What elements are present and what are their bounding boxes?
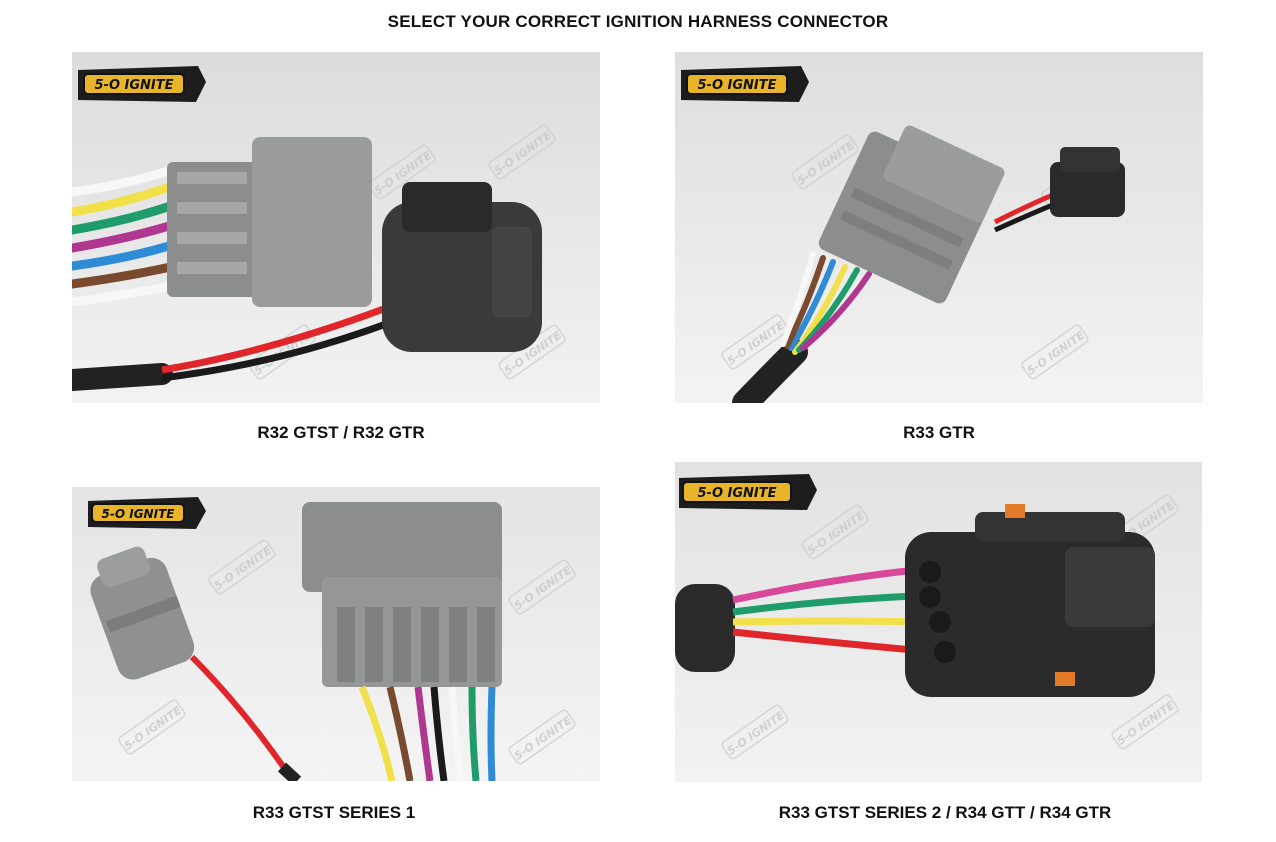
svg-text:5-O IGNITE: 5-O IGNITE <box>698 78 777 93</box>
connector-photo-r33-gtst-s1-image: 5-O IGNITE 5-O IGNITE 5-O IGNITE 5-O IGN… <box>72 487 600 781</box>
svg-text:5-O IGNITE: 5-O IGNITE <box>95 78 174 93</box>
svg-text:5-O IGNITE: 5-O IGNITE <box>698 486 777 501</box>
connector-label-r32: R32 GTST / R32 GTR <box>257 423 425 442</box>
connector-photo-r33-gtst-s1[interactable]: 5-O IGNITE 5-O IGNITE 5-O IGNITE 5-O IGN… <box>72 487 600 781</box>
svg-text:5-O IGNITE: 5-O IGNITE <box>102 507 176 521</box>
connector-label-r33-s2-r34: R33 GTST SERIES 2 / R34 GTT / R34 GTR <box>778 803 1112 822</box>
page-title: SELECT YOUR CORRECT IGNITION HARNESS CON… <box>387 12 889 31</box>
brand-logo: 5-O IGNITE <box>78 66 206 102</box>
connector-photo-r32[interactable]: 5-O IGNITE 5-O IGNITE 5-O IGNITE 5-O IGN… <box>72 52 600 403</box>
connector-label-r33-gtr: R33 GTR <box>903 423 975 442</box>
connector-photo-r33-gtr-image: 5-O IGNITE 5-O IGNITE 5-O IGNITE 5-O IGN… <box>675 52 1203 403</box>
connector-photo-r33-gtr[interactable]: 5-O IGNITE 5-O IGNITE 5-O IGNITE 5-O IGN… <box>675 52 1203 403</box>
connector-photo-r32-image: 5-O IGNITE 5-O IGNITE 5-O IGNITE 5-O IGN… <box>72 52 600 403</box>
connector-label-r33-gtst-s1: R33 GTST SERIES 1 <box>252 803 416 822</box>
connector-photo-r33-s2-r34[interactable]: 5-O IGNITE 5-O IGNITE 5-O IGNITE 5-O IGN… <box>675 462 1202 782</box>
connector-photo-r33-s2-r34-image: 5-O IGNITE 5-O IGNITE 5-O IGNITE 5-O IGN… <box>675 462 1202 782</box>
